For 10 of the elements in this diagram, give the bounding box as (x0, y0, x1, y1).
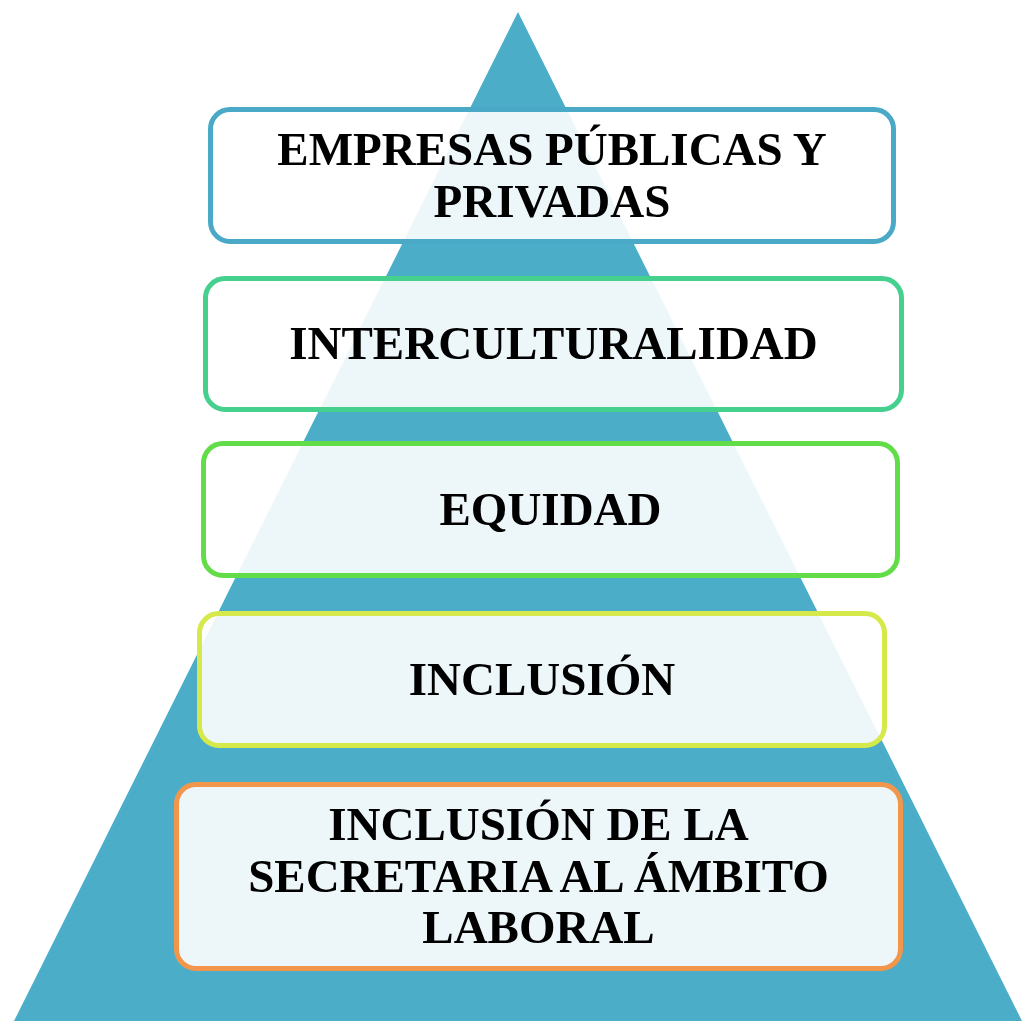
level-label: INCLUSIÓN (408, 653, 676, 706)
level-label: INTERCULTURALIDAD (289, 318, 818, 370)
level-box (201, 441, 900, 578)
level-box (203, 276, 904, 412)
level-box (197, 611, 887, 748)
level-label: EMPRESAS PÚBLICAS Y PRIVADAS (276, 123, 828, 228)
level-label: EQUIDAD (439, 483, 662, 536)
level-box (208, 107, 896, 244)
level-box (174, 782, 903, 971)
level-label: INCLUSIÓN DE LA SECRETARIA AL ÁMBITO LABORAL (247, 798, 830, 955)
